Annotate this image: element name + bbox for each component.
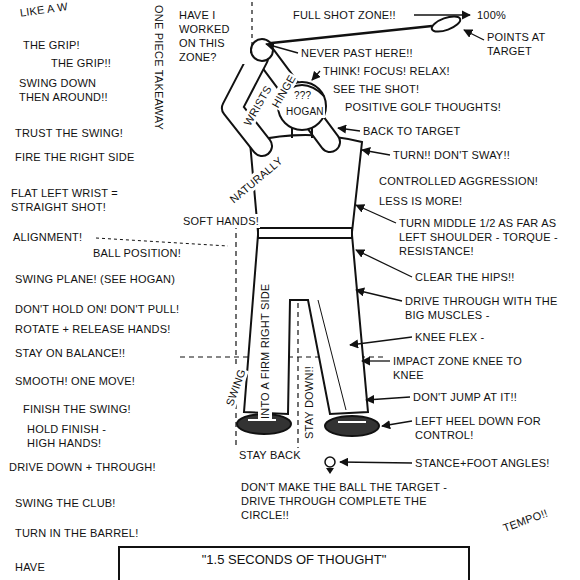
pointer-arrow (366, 397, 410, 400)
pointer-arrow (362, 360, 390, 361)
swing-note: FINISH THE SWING! (22, 402, 132, 416)
swing-note: THE GRIP!! (50, 56, 112, 70)
arm (266, 56, 330, 142)
swing-note: POINTS AT TARGET (486, 30, 568, 58)
swing-note: CLEAR THE HIPS!! (414, 270, 516, 284)
swing-note: THINK! FOCUS! RELAX! (322, 64, 451, 78)
pointer-arrow (362, 150, 390, 155)
shoe (325, 416, 379, 436)
guide-line (96, 238, 228, 246)
pointer-arrow (350, 337, 412, 345)
pointer-arrow (464, 30, 484, 40)
swing-note: DON'T MAKE THE BALL THE TARGET - DRIVE T… (240, 480, 478, 522)
swing-note: FULL SHOT ZONE!! (292, 8, 397, 22)
swing-note: LESS IS MORE! (378, 194, 463, 208)
rotated-note: STAY DOWN!! (302, 365, 316, 440)
pointer-arrow (414, 14, 470, 15)
swing-note: TURN!! DON'T SWAY!! (392, 148, 511, 162)
swing-note: IMPACT ZONE KNEE TO KNEE (392, 354, 544, 382)
rotated-note: INTO A FIRM RIGHT SIDE (258, 283, 272, 420)
swing-note: SEE THE SHOT! (332, 82, 420, 96)
pointer-arrow (266, 44, 298, 53)
swing-note: SWING DOWN THEN AROUND!! (18, 76, 130, 104)
swing-note: SWING THE CLUB! (14, 496, 117, 510)
rotated-note: TEMPO!! (500, 505, 550, 535)
trouser-crease (318, 300, 346, 410)
swing-note: ??? (293, 90, 312, 102)
hands (251, 39, 273, 61)
swing-note: DRIVE DOWN + THROUGH! (8, 460, 157, 474)
swing-note: SMOOTH! ONE MOVE! (14, 374, 136, 388)
rotated-note: LIKE A W (18, 0, 70, 20)
golf-ball (325, 457, 335, 467)
swing-note: KNEE FLEX - (414, 330, 485, 344)
box-heading: "1.5 SECONDS OF THOUGHT" (120, 548, 468, 572)
zone-line (235, 215, 236, 445)
swing-note: TRUST THE SWING! (14, 126, 124, 140)
swing-note: CONTROLLED AGGRESSION! (378, 174, 539, 188)
pointer-arrow (338, 128, 360, 131)
swing-note: BACK TO TARGET (362, 124, 461, 138)
pointer-arrow (312, 71, 320, 80)
belt (258, 228, 352, 238)
swing-note: STANCE+FOOT ANGLES! (414, 456, 551, 470)
pointer-arrow (356, 290, 402, 301)
swing-note: SWING PLANE! (SEE HOGAN) (14, 272, 176, 286)
thought-box: "1.5 SECONDS OF THOUGHT" (118, 546, 470, 580)
rotated-note: ONE PIECE TAKEAWAY (152, 4, 166, 131)
swing-note: HAVE (14, 560, 46, 574)
swing-note: HOGAN (285, 106, 325, 118)
swing-note: LEFT HEEL DOWN FOR CONTROL! (414, 414, 556, 442)
swing-note: TURN MIDDLE 1/2 AS FAR AS LEFT SHOULDER … (398, 216, 570, 258)
shoe-trim (338, 421, 366, 423)
pointer-arrow (382, 421, 412, 426)
swing-note: FLAT LEFT WRIST = STRAIGHT SHOT! (10, 186, 142, 214)
swing-note: 100% (476, 8, 507, 22)
club-head (430, 13, 462, 35)
swing-note: DRIVE THROUGH WITH THE BIG MUSCLES - (404, 294, 571, 322)
swing-note: STAY ON BALANCE!! (14, 346, 126, 360)
swing-note: ALIGNMENT! (12, 230, 83, 244)
tee (326, 468, 334, 474)
swing-note: ROTATE + RELEASE HANDS! (14, 322, 171, 336)
swing-note: TURN IN THE BARREL! (14, 526, 139, 540)
pointer-arrow (340, 462, 412, 463)
swing-note: NEVER PAST HERE!! (300, 46, 414, 60)
swing-note: THE GRIP! (22, 38, 81, 52)
swing-note: HOLD FINISH - HIGH HANDS! (26, 422, 128, 450)
swing-note: DON'T HOLD ON! DON'T PULL! (14, 302, 180, 316)
arm-outline (266, 56, 330, 142)
swing-note: STAY BACK (238, 448, 302, 462)
swing-note: DON'T JUMP AT IT!! (412, 390, 518, 404)
swing-note: POSITIVE GOLF THOUGHTS! (344, 100, 502, 114)
swing-note: FIRE THE RIGHT SIDE (14, 150, 136, 164)
swing-note: BALL POSITION! (92, 246, 182, 260)
swing-note: SOFT HANDS! (182, 214, 260, 228)
swing-note: HAVE I WORKED ON THIS ZONE? (178, 8, 250, 64)
club-shaft (262, 26, 432, 44)
